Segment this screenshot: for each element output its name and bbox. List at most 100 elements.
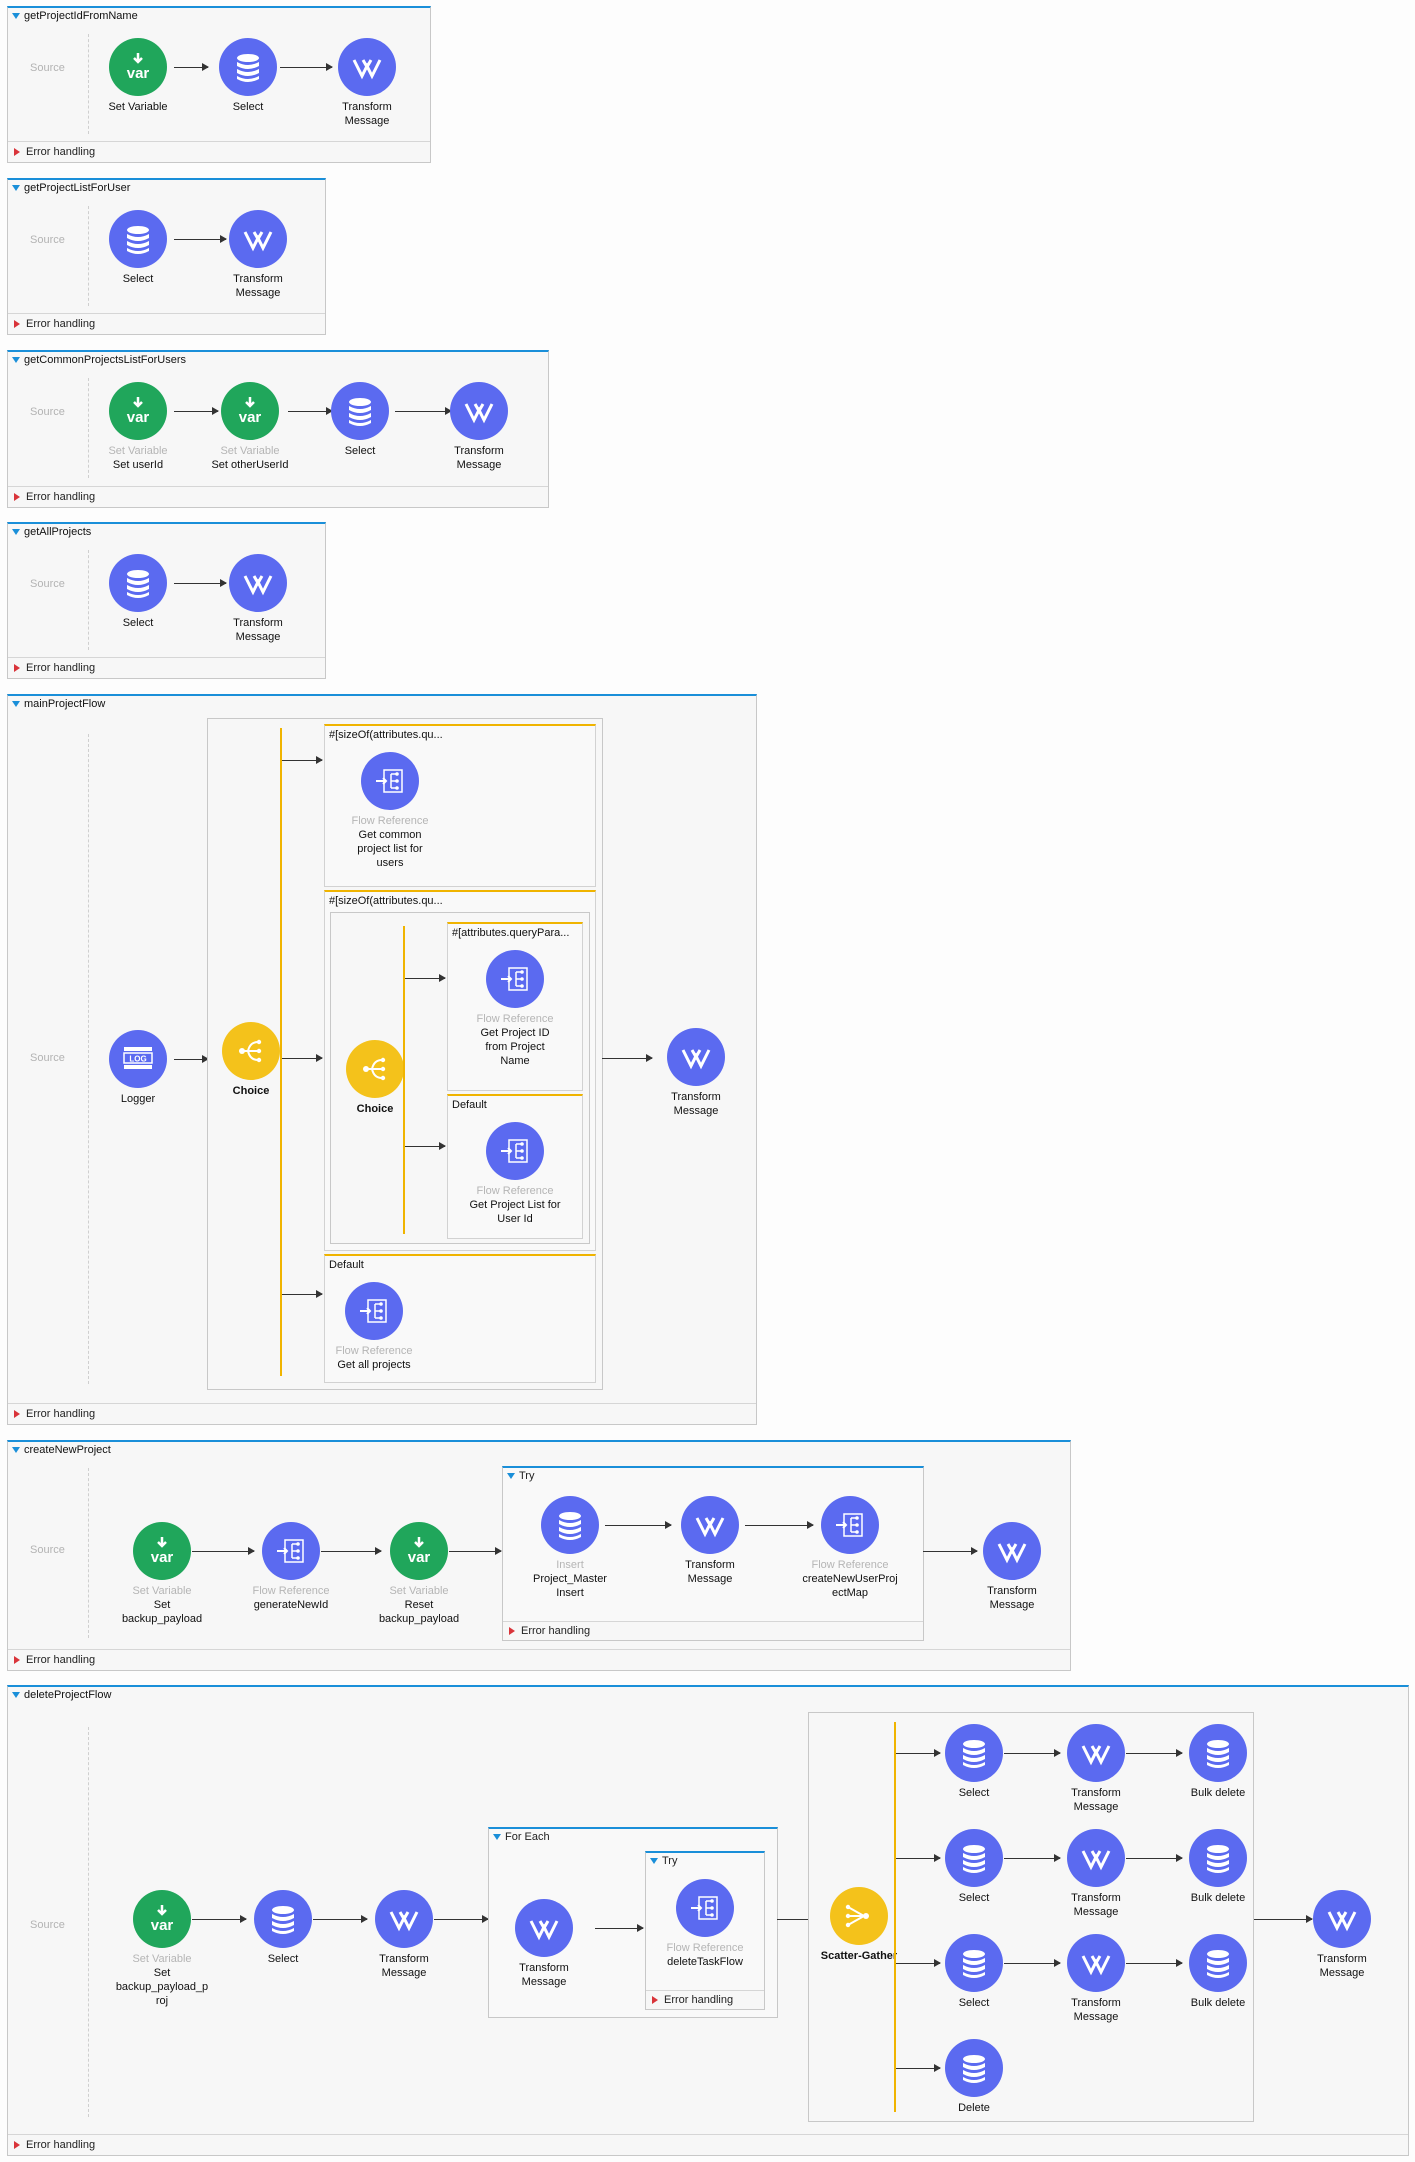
error-handling[interactable]: Error handling	[8, 2134, 1408, 2155]
flow-reference-node[interactable]: Flow Reference Get common project list f…	[335, 752, 445, 870]
flow-title[interactable]: getCommonProjectsListForUsers	[12, 354, 186, 366]
transform-message-node[interactable]: Transform Message	[1287, 1890, 1397, 1980]
set-variable-node[interactable]: var Set Variable Set userId	[83, 382, 193, 472]
transform-message-node[interactable]: Transform Message	[641, 1028, 751, 1118]
flow-title[interactable]: getProjectListForUser	[12, 182, 130, 194]
error-handling[interactable]: Error handling	[8, 1649, 1070, 1670]
dataweave-icon	[229, 210, 287, 268]
expand-icon[interactable]	[14, 1410, 20, 1418]
select-node[interactable]: Select	[919, 1934, 1029, 2010]
select-node[interactable]: Select	[919, 1829, 1029, 1905]
flow-reference-node[interactable]: Flow Reference Get all projects	[319, 1282, 429, 1372]
try-title[interactable]: Try	[507, 1470, 534, 1482]
bulk-delete-node[interactable]: Bulk delete	[1163, 1829, 1273, 1905]
choice-route-default[interactable]: Default Flow Reference Get all projects	[324, 1254, 596, 1383]
connector-arrow	[174, 63, 209, 71]
collapse-icon[interactable]	[12, 185, 20, 191]
try-scope[interactable]: Try Flow Reference deleteTaskFlow Error …	[645, 1851, 765, 2010]
try-error-handling[interactable]: Error handling	[646, 1990, 764, 2009]
select-node[interactable]: Select	[83, 554, 193, 630]
transform-message-node[interactable]: Transform Message	[489, 1899, 599, 1989]
transform-message-node[interactable]: Transform Message	[1041, 1724, 1151, 1814]
choice-route-1[interactable]: #[sizeOf(attributes.qu... Flow Reference…	[324, 724, 596, 887]
transform-message-node[interactable]: Transform Message	[349, 1890, 459, 1980]
delete-node[interactable]: Delete	[919, 2039, 1029, 2115]
choice-router-node[interactable]: Choice	[196, 1022, 306, 1098]
dataweave-icon	[1313, 1890, 1371, 1948]
nested-route-1[interactable]: #[attributes.queryPara... Flow Reference…	[447, 922, 583, 1091]
flow-reference-node[interactable]: Flow Reference Get Project ID from Proje…	[460, 950, 570, 1068]
expand-icon[interactable]	[14, 320, 20, 328]
var-icon: var	[390, 1522, 448, 1580]
for-each-scope[interactable]: For Each Transform Message Try Flow Refe…	[488, 1827, 778, 2018]
flow-reference-node[interactable]: Flow Reference createNewUserProj ectMap	[795, 1496, 905, 1600]
flow-title[interactable]: deleteProjectFlow	[12, 1689, 111, 1701]
expand-icon[interactable]	[14, 664, 20, 672]
collapse-icon[interactable]	[12, 357, 20, 363]
collapse-icon[interactable]	[12, 1447, 20, 1453]
choice-route-2[interactable]: #[sizeOf(attributes.qu... Choice #[attri…	[324, 890, 596, 1251]
transform-message-node[interactable]: Transform Message	[957, 1522, 1067, 1612]
set-variable-node[interactable]: var Set Variable Reset backup_payload	[364, 1522, 474, 1626]
try-title[interactable]: Try	[650, 1855, 677, 1867]
flow-title[interactable]: getAllProjects	[12, 526, 91, 538]
choice-branch-line	[403, 926, 405, 1234]
select-node[interactable]: Select	[83, 210, 193, 286]
collapse-icon[interactable]	[12, 701, 20, 707]
flow-reference-node[interactable]: Flow Reference Get Project List for User…	[460, 1122, 570, 1226]
flow-reference-node[interactable]: Flow Reference generateNewId	[236, 1522, 346, 1612]
flow-title[interactable]: createNewProject	[12, 1444, 111, 1456]
set-variable-node[interactable]: var Set Variable Set otherUserId	[195, 382, 305, 472]
transform-message-node[interactable]: Transform Message	[1041, 1829, 1151, 1919]
transform-message-node[interactable]: Transform Message	[1041, 1934, 1151, 2024]
error-handling[interactable]: Error handling	[8, 313, 325, 334]
flow-reference-icon	[486, 1122, 544, 1180]
expand-icon[interactable]	[652, 1996, 658, 2004]
transform-message-node[interactable]: Transform Message	[203, 554, 313, 644]
collapse-icon[interactable]	[650, 1858, 658, 1864]
collapse-icon[interactable]	[493, 1834, 501, 1840]
choice-branch-line	[280, 728, 282, 1376]
error-handling[interactable]: Error handling	[8, 486, 548, 507]
scatter-gather-node[interactable]: Scatter-Gather	[804, 1887, 914, 1963]
collapse-icon[interactable]	[12, 529, 20, 535]
select-node[interactable]: Select	[919, 1724, 1029, 1800]
flow-title[interactable]: getProjectIdFromName	[12, 10, 138, 22]
set-variable-node[interactable]: var Set Variable Set backup_payload	[107, 1522, 217, 1626]
bulk-delete-node[interactable]: Bulk delete	[1163, 1724, 1273, 1800]
expand-icon[interactable]	[14, 1656, 20, 1664]
try-scope[interactable]: Try Insert Project_Master Insert Transfo…	[502, 1466, 924, 1641]
select-node[interactable]: Select	[305, 382, 415, 458]
nested-route-default[interactable]: Default Flow Reference Get Project List …	[447, 1094, 583, 1239]
transform-message-node[interactable]: Transform Message	[203, 210, 313, 300]
transform-message-node[interactable]: Transform Message	[312, 38, 422, 128]
connector-arrow	[174, 1055, 209, 1063]
transform-message-node[interactable]: Transform Message	[424, 382, 534, 472]
choice-router-node[interactable]: Choice	[320, 1040, 430, 1116]
flow-title[interactable]: mainProjectFlow	[12, 698, 105, 710]
database-icon	[541, 1496, 599, 1554]
flow-reference-node[interactable]: Flow Reference deleteTaskFlow	[650, 1879, 760, 1969]
set-variable-node[interactable]: var Set Variable Set backup_payload_p ro…	[107, 1890, 217, 2008]
svg-text:var: var	[239, 409, 262, 426]
logger-node[interactable]: LOG Logger	[83, 1030, 193, 1106]
expand-icon[interactable]	[509, 1627, 515, 1635]
try-error-handling[interactable]: Error handling	[503, 1621, 923, 1640]
collapse-icon[interactable]	[12, 13, 20, 19]
set-variable-node[interactable]: var Set Variable	[83, 38, 193, 114]
error-handling[interactable]: Error handling	[8, 141, 430, 162]
select-node[interactable]: Select	[228, 1890, 338, 1966]
error-handling[interactable]: Error handling	[8, 1403, 756, 1424]
transform-message-node[interactable]: Transform Message	[655, 1496, 765, 1586]
for-each-title[interactable]: For Each	[493, 1831, 550, 1843]
error-handling[interactable]: Error handling	[8, 657, 325, 678]
collapse-icon[interactable]	[507, 1473, 515, 1479]
select-node[interactable]: Select	[193, 38, 303, 114]
expand-icon[interactable]	[14, 148, 20, 156]
source-divider	[88, 550, 89, 650]
insert-node[interactable]: Insert Project_Master Insert	[515, 1496, 625, 1600]
expand-icon[interactable]	[14, 493, 20, 501]
collapse-icon[interactable]	[12, 1692, 20, 1698]
expand-icon[interactable]	[14, 2141, 20, 2149]
bulk-delete-node[interactable]: Bulk delete	[1163, 1934, 1273, 2010]
